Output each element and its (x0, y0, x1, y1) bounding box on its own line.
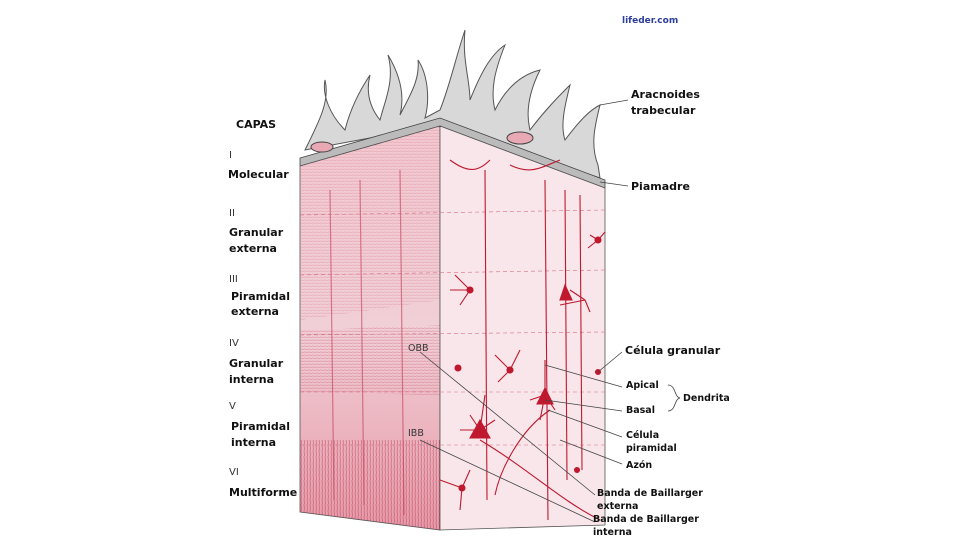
layer-2-name-line1: Granular (229, 226, 284, 239)
cortex-left-face (299, 125, 441, 531)
layer-2-roman: II (229, 208, 235, 219)
layer-4-name-line2: interna (229, 373, 274, 386)
basal-label: Basal (626, 405, 655, 416)
layer-3-name-line2: externa (231, 305, 279, 318)
layer-3-roman: III (229, 274, 238, 285)
layer-6-name: Multiforme (229, 486, 298, 499)
apical-label: Apical (626, 380, 659, 391)
baillarger-interna-label-line2: interna (593, 527, 632, 538)
celula-piramidal-label-line1: Célula (626, 430, 660, 441)
layers-title: CAPAS (236, 118, 277, 131)
layer-5-name-line2: interna (231, 436, 276, 449)
layer-1-name: Molecular (228, 168, 289, 181)
layer-6-roman: VI (229, 467, 239, 478)
watermark: lifeder.com (622, 16, 679, 26)
dendrita-label: Dendrita (683, 393, 730, 404)
baillarger-interna-label-line1: Banda de Baillarger (593, 514, 699, 525)
aracnoides-label-line1: Aracnoides (631, 88, 700, 101)
azon-label: Azón (626, 460, 653, 471)
layer-5-roman: V (229, 401, 236, 412)
piamadre-label: Piamadre (631, 180, 690, 193)
neurons (439, 159, 606, 521)
layer-4-name-line1: Granular (229, 357, 284, 370)
ibb-label: IBB (408, 428, 424, 439)
baillarger-externa-label-line1: Banda de Baillarger (597, 488, 703, 499)
obb-label: OBB (408, 343, 429, 354)
aracnoides-label-line2: trabecular (631, 104, 696, 117)
layer-4-roman: IV (229, 338, 239, 349)
layer-5-name-line1: Piramidal (231, 420, 290, 433)
baillarger-externa-label-line2: externa (597, 501, 639, 512)
celula-piramidal-label-line2: piramidal (626, 443, 677, 454)
leader-lines (419, 99, 681, 523)
layer-3-name-line1: Piramidal (231, 290, 290, 303)
layer-2-name-line2: externa (229, 242, 277, 255)
layer-1-roman: I (229, 150, 232, 161)
celula-granular-label: Célula granular (625, 344, 721, 357)
